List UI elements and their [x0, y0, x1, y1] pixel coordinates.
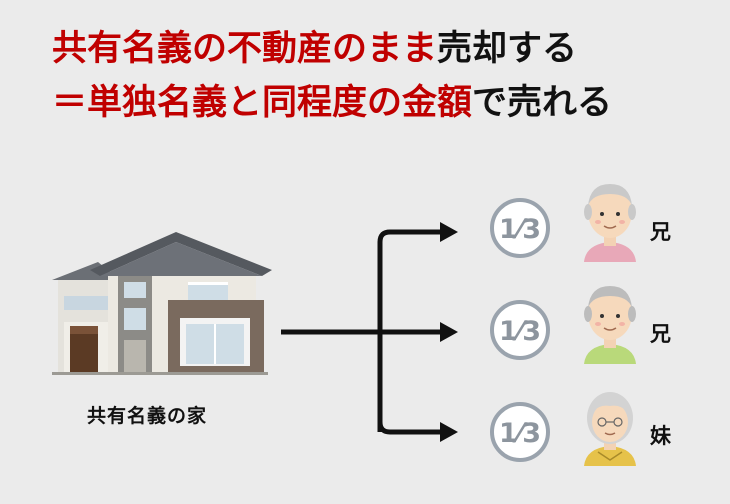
elderly-man-green-shirt-icon	[584, 286, 636, 364]
share-circle-2: 1⁄3	[490, 300, 550, 360]
headline-2-black-text: で売れる	[472, 83, 613, 123]
headline-line-2: ＝単独名義と同程度の金額で売れる	[52, 81, 612, 125]
share-fraction-3: 1⁄3	[499, 418, 541, 449]
relation-label-1: 兄	[650, 220, 671, 244]
headline-line-1: 共有名義の不動産のまま売却する	[52, 27, 577, 71]
relation-label-3: 妹	[650, 424, 671, 448]
share-circle-3: 1⁄3	[490, 402, 550, 462]
arrow-head-middle	[440, 322, 458, 342]
house-icon	[52, 232, 272, 375]
house-caption: 共有名義の家	[87, 405, 208, 427]
headline-1-red-text: 共有名義の不動産のまま	[52, 29, 438, 69]
branch-arrows	[281, 229, 440, 435]
elderly-man-pink-shirt-icon	[584, 184, 636, 262]
share-circle-1: 1⁄3	[490, 198, 550, 258]
arrow-head-bottom	[440, 422, 458, 442]
headline-1-black-text: 売却する	[437, 29, 578, 69]
share-fraction-1: 1⁄3	[499, 214, 541, 245]
relation-label-2: 兄	[650, 322, 671, 346]
headline-2-red-text: ＝単独名義と同程度の金額	[52, 83, 473, 123]
arrow-heads	[440, 222, 458, 442]
share-fraction-2: 1⁄3	[499, 316, 541, 347]
arrow-head-top	[440, 222, 458, 242]
elderly-woman-yellow-shirt-icon	[584, 392, 636, 466]
